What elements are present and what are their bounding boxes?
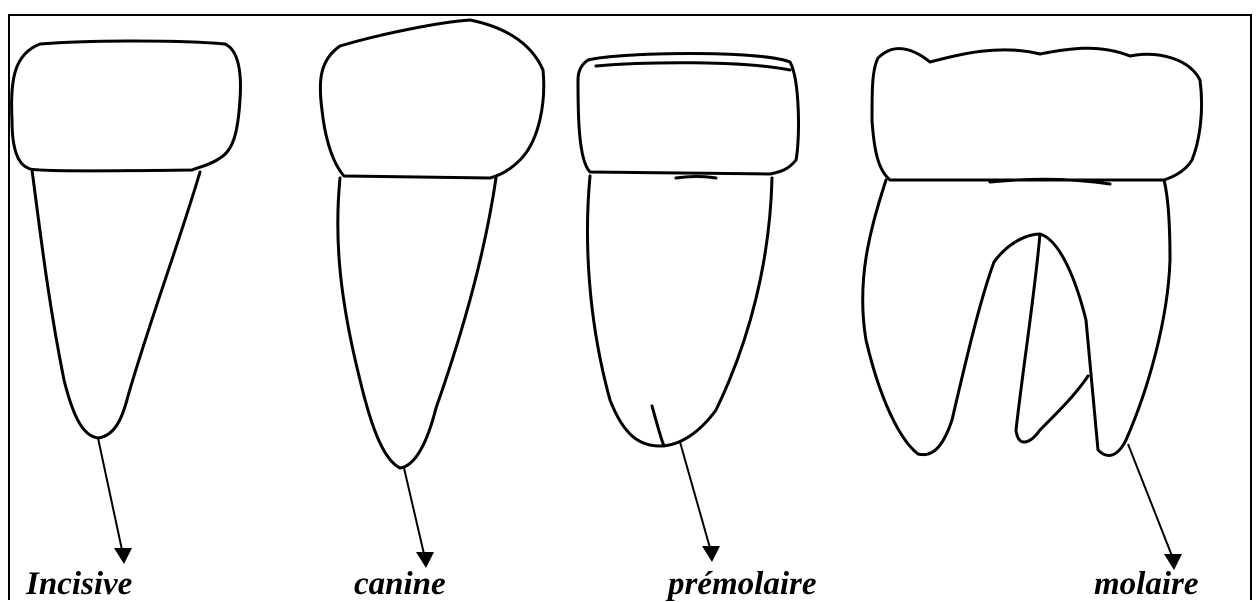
molaire-label: molaire [1094,566,1199,602]
molaire-arrow [1128,444,1182,570]
incisive-label: Incisive [26,566,132,602]
canine-tooth [320,20,543,468]
canine-label: canine [354,566,446,602]
molaire-tooth [863,48,1202,455]
premolaire-label: prémolaire [668,566,816,602]
canine-arrow [404,468,434,568]
premolaire-arrow [680,442,720,562]
premolaire-tooth [578,54,798,447]
incisive-arrow [98,438,132,564]
incisive-tooth [12,41,241,438]
